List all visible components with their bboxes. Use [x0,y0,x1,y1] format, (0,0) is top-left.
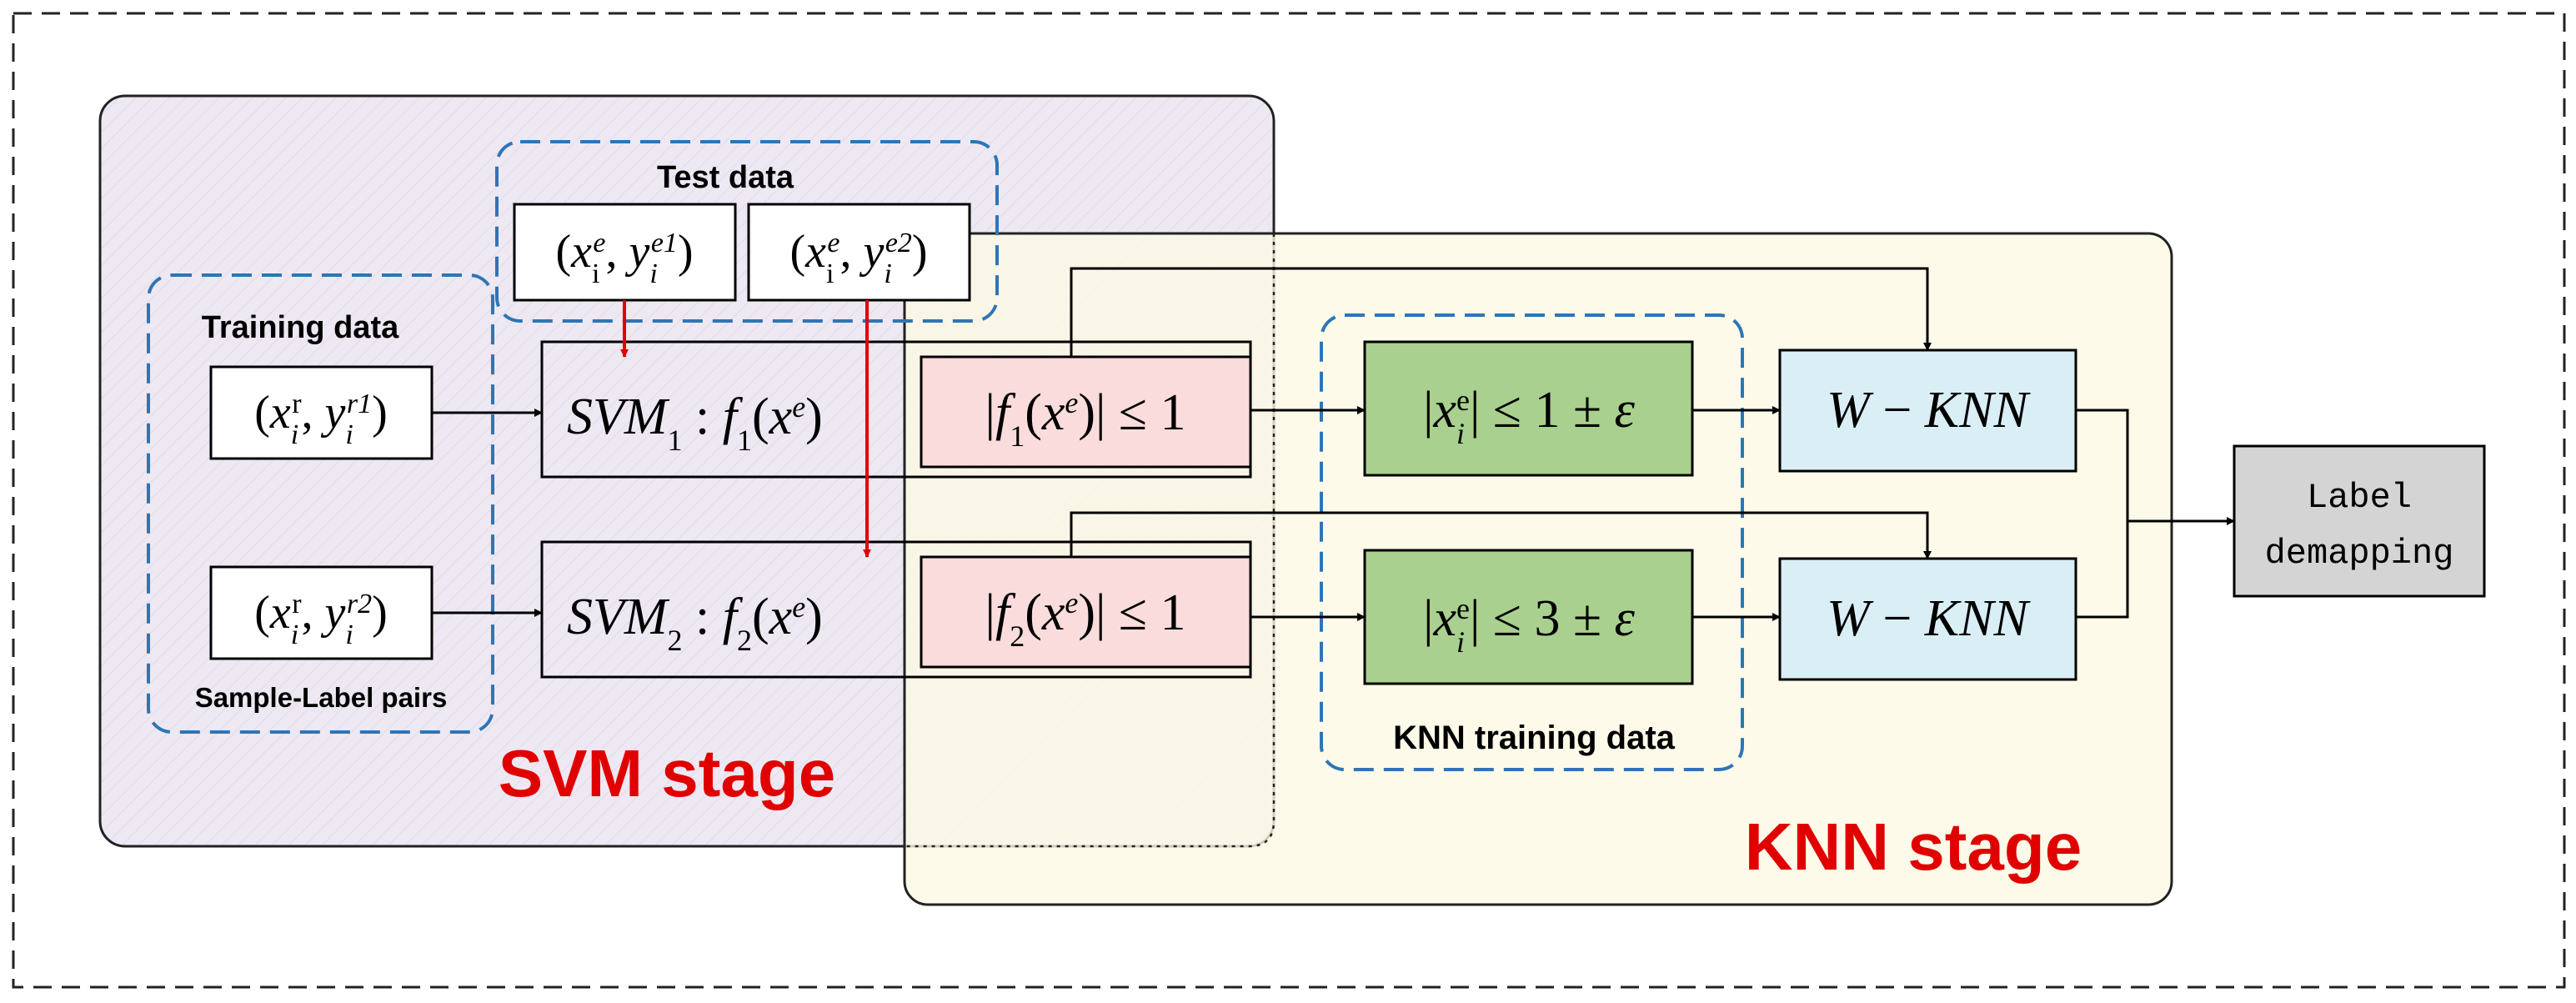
knn-training-data-group [1320,313,1744,771]
cond1-bypass-arrow [1070,267,1932,357]
wknn-label-2: W − KNN [1827,590,2031,647]
training-data-box-2 [209,565,434,660]
test-data-box-1 [513,203,737,302]
outer-frame [12,12,2566,989]
training-data-label: Training data [202,310,399,345]
sample-label-pairs-label: Sample-Label pairs [195,682,448,713]
label-demapping-line2: demapping [2265,534,2454,574]
knn-training-data-label: KNN training data [1393,720,1676,756]
test-data-group [495,140,999,323]
knn-condition-box-1 [1363,340,1694,477]
knn-stage-label: KNN stage [1745,810,2082,884]
wknn-label-1: W − KNN [1827,382,2031,439]
test-data-label: Test data [657,160,794,195]
svm2-condition-box [920,555,1252,669]
test-data-box-2 [747,203,971,302]
knn-condition-box-2 [1363,549,1694,685]
svm-stage-label: SVM stage [499,736,836,810]
label-demapping-line1: Label [2307,478,2412,518]
label-demapping-box [2233,444,2486,598]
svm-panel-hidden-edge [905,233,1275,848]
svm1-condition-box [920,355,1252,469]
cond2-bypass-arrow [1070,511,1932,559]
wknn1-output-line [2076,409,2129,619]
